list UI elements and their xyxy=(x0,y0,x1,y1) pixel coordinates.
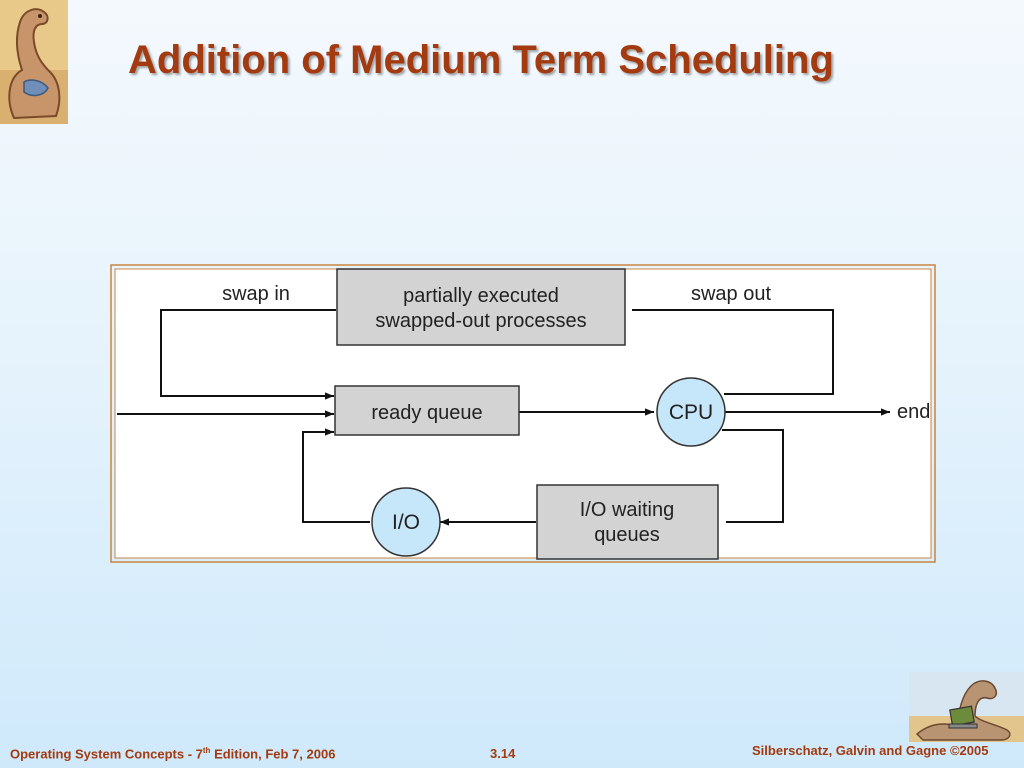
cpu-label: CPU xyxy=(669,401,713,424)
swap-out-line xyxy=(632,309,834,395)
io-waiting-label-line1: I/O waiting xyxy=(580,499,674,521)
footer-left-prefix: Operating System Concepts - 7 xyxy=(10,746,203,762)
footer-left-sup: th xyxy=(202,746,211,755)
slide-title: Addition of Medium Term Scheduling xyxy=(128,38,834,82)
io-waiting-label-line2: queues xyxy=(594,524,660,546)
dinosaur-laptop-icon xyxy=(909,672,1024,742)
footer-copyright: Silberschatz, Galvin and Gagne ©2005 xyxy=(752,743,989,758)
io-label: I/O xyxy=(392,511,420,534)
footer-left-suffix: Edition, Feb 7, 2006 xyxy=(210,746,336,762)
diagram-frame-outer xyxy=(110,264,936,563)
cpu-to-io-queue-line xyxy=(722,429,784,523)
io-waiting-queues-box xyxy=(536,484,719,560)
cpu-circle xyxy=(656,377,726,447)
io-circle xyxy=(371,487,441,557)
dinosaur-logo-icon xyxy=(0,0,68,124)
partially-executed-label-line2: swapped-out processes xyxy=(375,310,586,332)
partially-executed-box xyxy=(336,268,626,346)
end-label: end xyxy=(897,401,930,423)
ready-queue-label: ready queue xyxy=(371,402,482,424)
footer-book-title: Operating System Concepts - 7th Edition,… xyxy=(10,746,335,761)
ready-queue-box xyxy=(334,385,520,436)
swap-in-arrow xyxy=(160,309,336,400)
footer-slide-number: 3.14 xyxy=(490,746,516,761)
swap-in-label: swap in xyxy=(222,283,290,305)
swap-out-label: swap out xyxy=(691,283,771,305)
medium-term-scheduling-diagram: partially executed swapped-out processes… xyxy=(110,264,936,563)
io-to-ready-arrow xyxy=(302,428,370,523)
partially-executed-label-line1: partially executed xyxy=(403,285,559,307)
